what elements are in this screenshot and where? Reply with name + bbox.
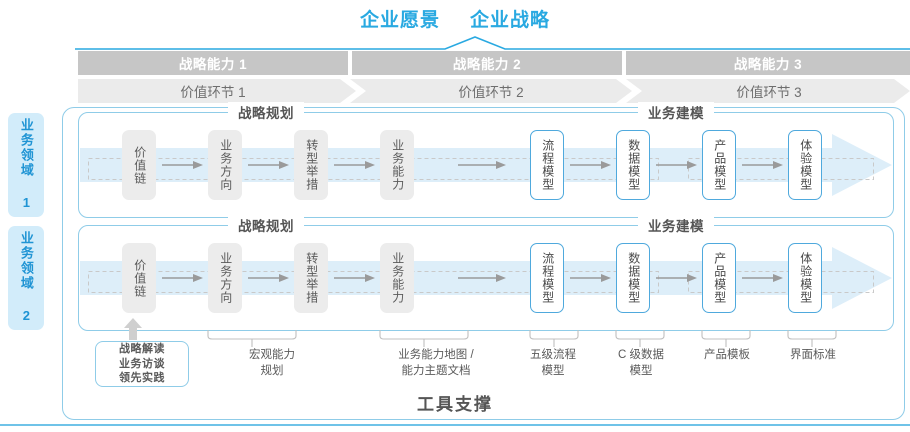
node-business-direction-2-label: 业务方向 [218, 252, 233, 304]
domain-label-2-text: 业务领域 2 [18, 231, 34, 325]
tool-label-macro-capability-line-2: 规划 [260, 364, 284, 377]
capability-cell-3: 战略能力 3 [626, 51, 910, 75]
tool-bracket-connectors [207, 330, 837, 347]
node-business-direction-1[interactable]: 业务方向 [208, 130, 242, 200]
capability-bar-row: 战略能力 1 战略能力 2 战略能力 3 [78, 51, 910, 75]
arrow-connector-2-5 [570, 274, 611, 282]
node-value-chain-2-label: 价值链 [132, 258, 147, 298]
node-transformation-measures-2-label: 转型举措 [304, 252, 319, 304]
node-process-model-1[interactable]: 流程模型 [530, 130, 564, 200]
tool-label-product-template: 产品模板 [672, 348, 782, 364]
tool-label-five-level-process-line-1: 五级流程 [530, 349, 576, 361]
arrow-connector-1-6 [656, 161, 697, 169]
tool-box-strategy-interpretation[interactable]: 战略解读 业务访谈 领先实践 [95, 341, 189, 387]
node-value-chain-2[interactable]: 价值链 [122, 243, 156, 313]
tool-box-line-2: 业务访谈 [119, 357, 165, 370]
node-value-chain-1[interactable]: 价值链 [122, 130, 156, 200]
node-business-capability-2-label: 业务能力 [390, 252, 405, 304]
node-transformation-measures-2[interactable]: 转型举措 [294, 243, 328, 313]
enterprise-vision-title: 企业愿景 [359, 9, 440, 31]
vision-header: 企业愿景 企业战略 [0, 4, 910, 32]
node-business-direction-2[interactable]: 业务方向 [208, 243, 242, 313]
value-chain-cell-2: 价值环节 2 [458, 85, 524, 100]
value-chain-cell-3: 价值环节 3 [736, 85, 802, 100]
node-product-model-2-label: 产品模型 [712, 252, 727, 304]
node-data-model-1-label: 数据模型 [626, 139, 641, 191]
arrow-connector-2-7 [742, 274, 783, 282]
tool-label-five-level-process: 五级流程 模型 [498, 348, 608, 379]
tool-label-five-level-process-line-2: 模型 [541, 364, 565, 377]
arrow-connector-2-2 [248, 274, 289, 282]
arrow-connector-1-3 [334, 161, 375, 169]
node-experience-model-1[interactable]: 体验模型 [788, 130, 822, 200]
arrow-connector-1-5 [570, 161, 611, 169]
arrow-connector-1-7 [742, 161, 783, 169]
tool-label-capability-map-line-2: 能力主题文档 [401, 364, 471, 377]
tool-label-c-level-data-line-1: C 级数据 [618, 349, 664, 361]
node-transformation-measures-1-label: 转型举措 [304, 139, 319, 191]
domain-row-1-border [78, 112, 894, 218]
tool-box-line-1: 战略解读 [119, 342, 165, 355]
tool-label-interface-standard: 界面标准 [758, 348, 868, 364]
section-title-planning-2: 战略规划 [228, 215, 304, 235]
tool-label-interface-standard-line-1: 界面标准 [790, 349, 836, 361]
tool-label-capability-map: 业务能力地图 / 能力主题文档 [360, 348, 512, 379]
arrow-connector-2-4 [458, 274, 506, 282]
value-chain-arrow-shapes [78, 79, 910, 103]
tool-label-c-level-data-line-2: 模型 [629, 364, 653, 377]
arrow-connector-2-1 [162, 274, 203, 282]
node-process-model-2-label: 流程模型 [540, 252, 555, 304]
tool-box-line-3: 领先实践 [119, 372, 165, 385]
tool-label-product-template-line-1: 产品模板 [704, 349, 750, 361]
node-experience-model-2[interactable]: 体验模型 [788, 243, 822, 313]
arrow-connector-2-6 [656, 274, 697, 282]
node-experience-model-2-label: 体验模型 [798, 252, 813, 304]
node-business-capability-2[interactable]: 业务能力 [380, 243, 414, 313]
tool-up-arrow-icon [124, 318, 142, 340]
capability-cell-2: 战略能力 2 [352, 51, 622, 75]
section-title-modeling-1: 业务建模 [638, 102, 714, 122]
node-data-model-1[interactable]: 数据模型 [616, 130, 650, 200]
node-product-model-2[interactable]: 产品模型 [702, 243, 736, 313]
tool-label-macro-capability-line-1: 宏观能力 [249, 349, 295, 361]
bottom-rule [0, 424, 910, 426]
node-experience-model-1-label: 体验模型 [798, 139, 813, 191]
domain-label-2: 业务领域 2 [8, 226, 44, 330]
arrow-connector-2-3 [334, 274, 375, 282]
node-business-direction-1-label: 业务方向 [218, 139, 233, 191]
node-business-capability-1[interactable]: 业务能力 [380, 130, 414, 200]
capability-cell-1: 战略能力 1 [78, 51, 348, 75]
value-chain-row: 价值环节 1 价值环节 2 价值环节 3 [78, 79, 910, 103]
domain-row-1: 战略规划 业务建模 价值链 业务方向 转型举措 业务能力 流程模型 数据模型 产… [78, 102, 894, 218]
tool-support-title: 工具支撑 [417, 395, 493, 414]
node-product-model-1-label: 产品模型 [712, 139, 727, 191]
tool-label-c-level-data: C 级数据 模型 [586, 348, 696, 379]
node-transformation-measures-1[interactable]: 转型举措 [294, 130, 328, 200]
enterprise-strategy-title: 企业战略 [470, 9, 551, 31]
arrow-connector-1-4 [458, 161, 506, 169]
tool-label-capability-map-line-1: 业务能力地图 / [398, 349, 474, 361]
tool-label-macro-capability: 宏观能力 规划 [208, 348, 336, 379]
node-product-model-1[interactable]: 产品模型 [702, 130, 736, 200]
node-data-model-2[interactable]: 数据模型 [616, 243, 650, 313]
outer-container [62, 107, 905, 420]
node-process-model-2[interactable]: 流程模型 [530, 243, 564, 313]
node-data-model-2-label: 数据模型 [626, 252, 641, 304]
node-business-capability-1-label: 业务能力 [390, 139, 405, 191]
domain-label-1-text: 业务领域 1 [18, 118, 34, 212]
node-value-chain-1-label: 价值链 [132, 145, 147, 185]
section-title-planning-1: 战略规划 [228, 102, 304, 122]
arrow-connector-1-2 [248, 161, 289, 169]
section-title-modeling-2: 业务建模 [638, 215, 714, 235]
domain-label-1: 业务领域 1 [8, 113, 44, 217]
domain-row-2-border [78, 225, 894, 331]
vision-connector-line [75, 36, 910, 50]
value-chain-cell-1: 价值环节 1 [180, 85, 246, 100]
arrow-connector-1-1 [162, 161, 203, 169]
node-process-model-1-label: 流程模型 [540, 139, 555, 191]
domain-row-2: 战略规划 业务建模 价值链 业务方向 转型举措 业务能力 流程模型 数据模型 产… [78, 215, 894, 331]
